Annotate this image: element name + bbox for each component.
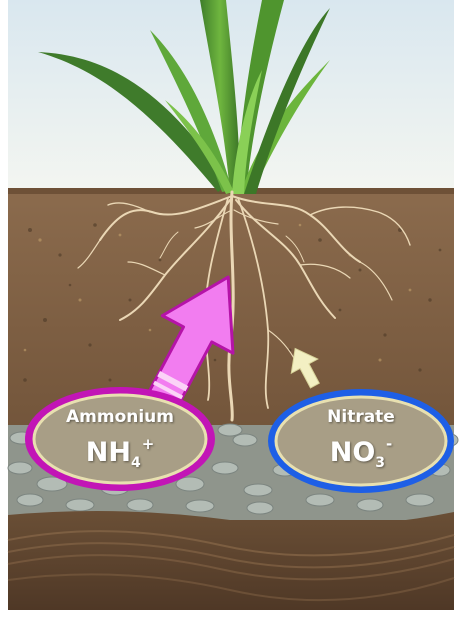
ammonium-ion-badge bbox=[25, 387, 215, 491]
nitrate-ion-badge bbox=[268, 389, 454, 493]
subsoil-layers bbox=[8, 511, 454, 610]
